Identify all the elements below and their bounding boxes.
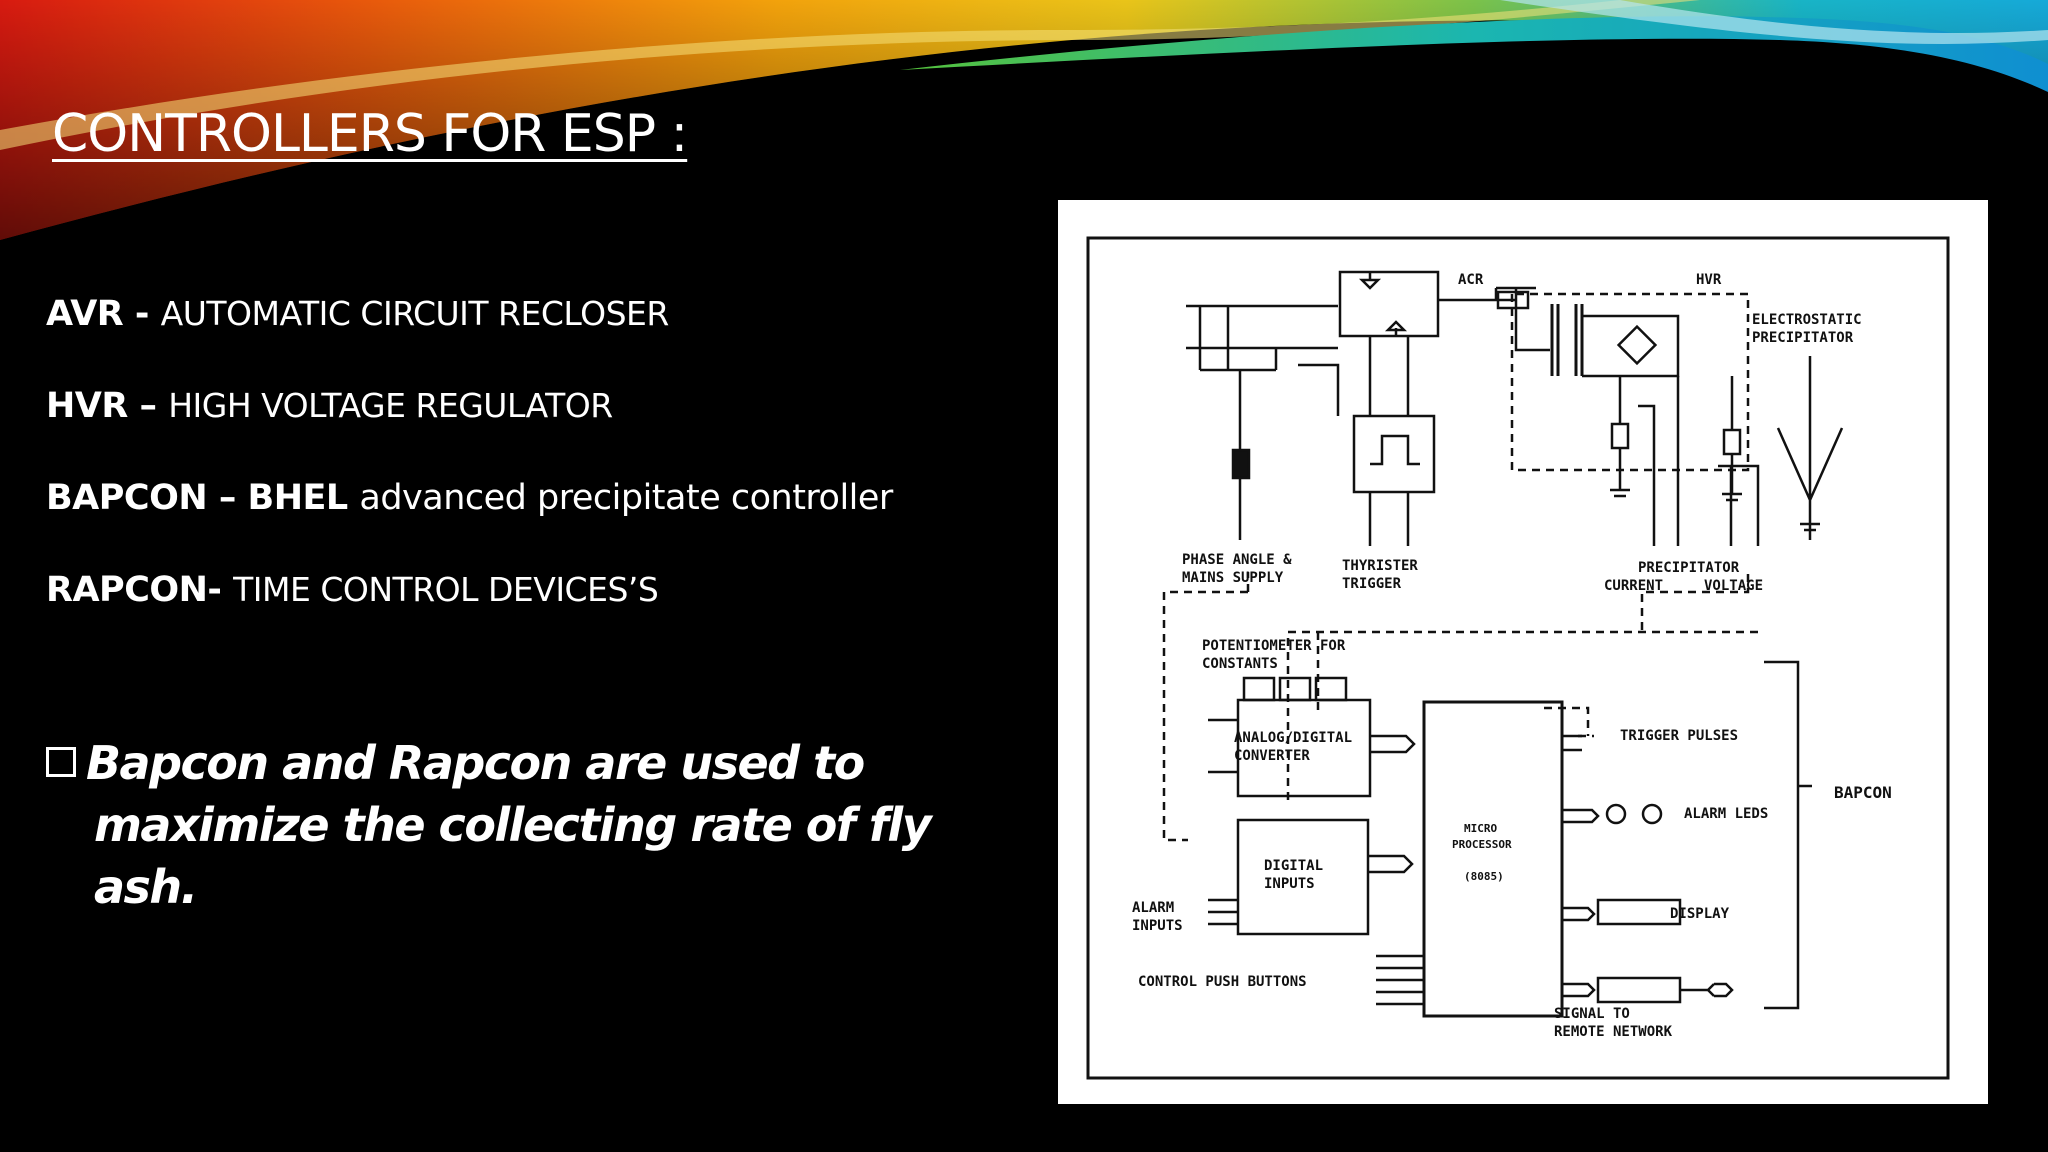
definition-hvr: HVR – HIGH VOLTAGE REGULATOR (46, 360, 893, 452)
label-alarm-in-1: ALARM (1132, 900, 1174, 916)
potentiometer-icon (1278, 676, 1312, 702)
label-phase-1: PHASE ANGLE & (1182, 552, 1292, 568)
display-output-arrow (1562, 906, 1596, 922)
phase-link (1298, 363, 1340, 416)
definition-rapcon: RAPCON- TIME CONTROL DEVICES’S (46, 544, 893, 636)
voltage-divider-resistor (1722, 428, 1742, 456)
digital-output-arrow (1368, 854, 1414, 874)
label-bapcon: BAPCON (1834, 783, 1892, 802)
label-current: CURRENT (1604, 578, 1663, 594)
current-shunt-wiring (1610, 376, 1630, 498)
label-push-buttons: CONTROL PUSH BUTTONS (1138, 974, 1307, 990)
alarm-led-icon (1641, 803, 1663, 825)
label-signal-1: SIGNAL TO (1554, 1006, 1630, 1022)
alarm-input-lines (1208, 898, 1238, 926)
definition-abbr: RAPCON- (46, 570, 234, 610)
thyristor-bridge (1338, 270, 1440, 338)
label-alarm-leds: ALARM LEDS (1684, 806, 1768, 822)
definition-text: HIGH VOLTAGE REGULATOR (168, 386, 613, 425)
bullet-line-1: Bapcon and Rapcon are used to (86, 736, 865, 790)
label-acr: ACR (1458, 272, 1484, 288)
network-arrow (1680, 982, 1734, 998)
adc-inputs (1208, 718, 1238, 774)
label-precip: PRECIPITATOR (1638, 560, 1740, 576)
decorative-swoosh (0, 0, 2048, 240)
potentiometer-icon (1242, 676, 1276, 702)
alarm-led-icon (1605, 803, 1627, 825)
label-micro-1: MICRO (1464, 822, 1497, 835)
display-block (1596, 898, 1682, 926)
definitions-list: AVR - AUTOMATIC CIRCUIT RECLOSER HVR – H… (46, 268, 893, 636)
hvr-secondary (1582, 314, 1680, 378)
label-dig-1: DIGITAL (1264, 858, 1323, 874)
label-adc-2: CONVERTER (1234, 748, 1310, 764)
microprocessor-block (1422, 700, 1564, 1018)
signal-dashed-lines (1162, 570, 1758, 842)
checkbox-bullet-icon (46, 747, 76, 777)
network-block (1596, 976, 1682, 1004)
label-hvr: HVR (1696, 272, 1722, 288)
bullet-point: Bapcon and Rapcon are used to maximize t… (46, 732, 1006, 918)
esp-hopper-icon (1776, 356, 1844, 540)
definition-text: AUTOMATIC CIRCUIT RECLOSER (160, 294, 670, 333)
thyristor-diode-icon (1358, 272, 1408, 336)
label-dig-2: INPUTS (1264, 876, 1315, 892)
diagram-border (1086, 236, 1950, 1080)
label-esp-2: PRECIPITATOR (1752, 330, 1854, 346)
definition-text: advanced precipitate controller (359, 478, 893, 518)
bapcon-bracket (1764, 660, 1812, 1010)
label-pot-2: CONSTANTS (1202, 656, 1278, 672)
label-display: DISPLAY (1670, 906, 1730, 922)
precipitator-signal-leads (1638, 376, 1760, 546)
trigger-leads (1368, 336, 1410, 546)
trigger-pulse-leads (1562, 734, 1582, 752)
adc-output-arrow (1370, 734, 1416, 754)
bullet-line-2: maximize the collecting rate of fly ash. (94, 798, 932, 914)
potentiometer-icon (1314, 676, 1348, 702)
hvr-enclosure (1510, 292, 1750, 472)
label-thyr-1: THYRISTER (1342, 558, 1418, 574)
acr-wiring (1438, 286, 1550, 352)
label-alarm-in-2: INPUTS (1132, 918, 1183, 934)
definition-abbr: AVR - (46, 294, 161, 334)
label-adc-1: ANALOG/DIGITAL (1234, 730, 1352, 746)
label-pot-1: POTENTIOMETER FOR (1202, 638, 1346, 654)
label-micro-3: (8085) (1464, 870, 1504, 883)
definition-text: TIME CONTROL DEVICES’S (233, 570, 659, 609)
thyristor-trigger-block (1352, 414, 1436, 494)
bapcon-block-diagram: ACR HVR ELECTROSTATIC PRECIPITATOR PHASE… (1058, 200, 1988, 1104)
label-micro-2: PROCESSOR (1452, 838, 1512, 851)
definition-bapcon: BAPCON – BHEL advanced precipitate contr… (46, 452, 893, 544)
digital-inputs-block (1236, 818, 1370, 936)
pulse-waveform-icon (1370, 434, 1420, 466)
rectifier-bridge-icon (1616, 324, 1658, 366)
push-button-lines (1376, 954, 1424, 1006)
definition-abbr: BAPCON – BHEL (46, 478, 360, 518)
label-phase-2: MAINS SUPPLY (1182, 570, 1284, 586)
current-shunt-resistor (1610, 422, 1630, 450)
label-trigger-pulses: TRIGGER PULSES (1620, 728, 1738, 744)
definition-avr: AVR - AUTOMATIC CIRCUIT RECLOSER (46, 268, 893, 360)
label-thyr-2: TRIGGER (1342, 576, 1402, 592)
transformer-core (1231, 448, 1251, 480)
mains-wiring (1186, 304, 1338, 372)
label-signal-2: REMOTE NETWORK (1554, 1024, 1673, 1040)
label-esp-1: ELECTROSTATIC (1752, 312, 1862, 328)
slide-title: CONTROLLERS FOR ESP : (52, 104, 688, 164)
led-output-arrow (1562, 808, 1600, 824)
hvr-transformer (1550, 304, 1584, 376)
definition-abbr: HVR – (46, 386, 169, 426)
label-voltage: VOLTAGE (1704, 578, 1763, 594)
network-output-arrow (1562, 982, 1596, 998)
